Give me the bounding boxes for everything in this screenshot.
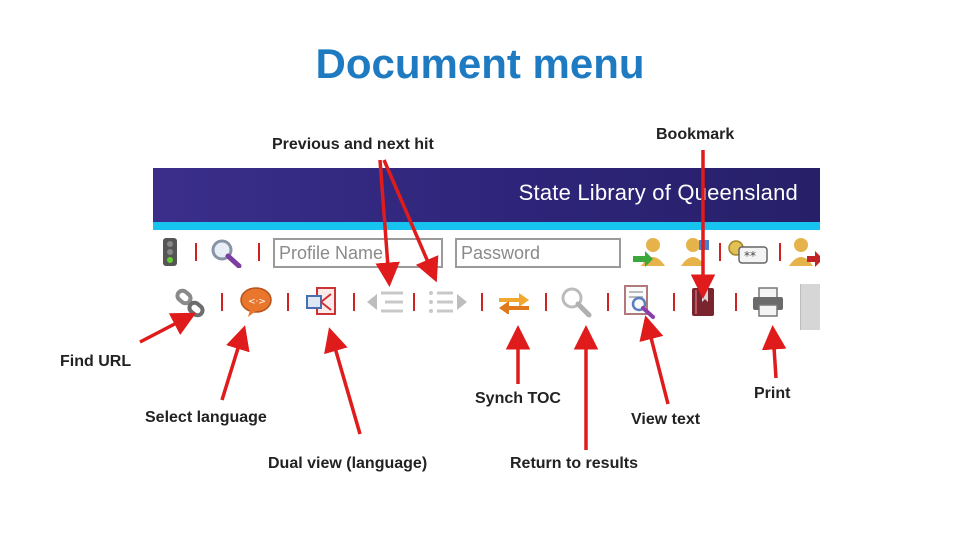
- login-icon[interactable]: [631, 236, 669, 268]
- separator: [287, 293, 289, 311]
- arrow-print: [761, 325, 787, 379]
- arrow-dual-view: [324, 327, 362, 435]
- svg-text:**: **: [744, 249, 756, 263]
- label-select-language: Select language: [145, 409, 267, 426]
- profile-name-input[interactable]: Profile Name: [273, 238, 443, 268]
- view-text-icon[interactable]: [623, 284, 657, 320]
- separator: [673, 293, 675, 311]
- separator: [719, 243, 721, 261]
- arrow-select-language: [220, 325, 250, 401]
- label-print: Print: [754, 385, 791, 402]
- next-hit-icon[interactable]: [427, 288, 469, 316]
- label-find-url: Find URL: [60, 353, 132, 370]
- accent-bar: [153, 222, 820, 230]
- synch-toc-icon[interactable]: [497, 290, 531, 314]
- label-return-to-results: Return to results: [510, 455, 639, 472]
- banner-title: State Library of Queensland: [518, 180, 798, 205]
- separator: [413, 293, 415, 311]
- label-dual-view: Dual view (language): [268, 455, 428, 472]
- toolbar-screenshot: State Library of Queensland Profile Name…: [153, 168, 820, 330]
- print-icon[interactable]: [751, 286, 785, 318]
- separator: [735, 293, 737, 311]
- scrollbar-stub[interactable]: [800, 284, 820, 330]
- arrow-view-text: [639, 315, 670, 405]
- separator: [481, 293, 483, 311]
- svg-text:<·>: <·>: [248, 297, 266, 307]
- separator: [221, 293, 223, 311]
- separator: [545, 293, 547, 311]
- add-user-icon[interactable]: [675, 236, 711, 268]
- label-synch-toc: Synch TOC: [475, 390, 561, 407]
- label-previous-next-hit: Previous and next hit: [272, 136, 434, 153]
- separator: [258, 243, 260, 261]
- login-row: Profile Name Password **: [153, 230, 820, 274]
- traffic-light-icon[interactable]: [161, 238, 179, 266]
- link-icon[interactable]: [175, 288, 207, 318]
- label-view-text: View text: [631, 411, 701, 428]
- separator: [779, 243, 781, 261]
- library-banner: State Library of Queensland: [153, 168, 820, 222]
- bookmark-icon[interactable]: [689, 286, 717, 320]
- password-key-icon[interactable]: **: [727, 238, 769, 266]
- return-to-results-icon[interactable]: [559, 286, 593, 318]
- logout-icon[interactable]: [789, 236, 820, 268]
- previous-hit-icon[interactable]: [365, 288, 405, 316]
- document-toolbar: <·>: [153, 274, 820, 330]
- password-input[interactable]: Password: [455, 238, 621, 268]
- separator: [607, 293, 609, 311]
- search-icon[interactable]: [209, 238, 243, 268]
- separator: [353, 293, 355, 311]
- select-language-icon[interactable]: <·>: [239, 286, 273, 318]
- label-bookmark: Bookmark: [656, 126, 735, 143]
- dual-view-icon[interactable]: [305, 286, 339, 318]
- separator: [195, 243, 197, 261]
- page-title: Document menu: [315, 40, 645, 87]
